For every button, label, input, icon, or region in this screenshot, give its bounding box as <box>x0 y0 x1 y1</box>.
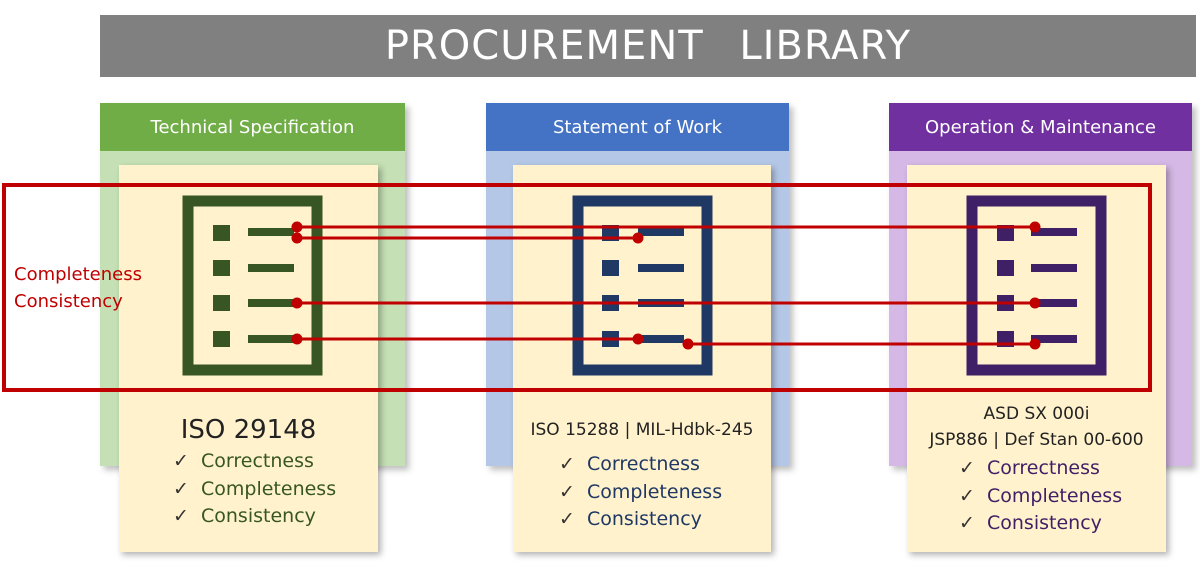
check-item: ✓ Consistency <box>559 506 722 534</box>
check-item: ✓ Consistency <box>959 510 1122 538</box>
panel-header: Technical Specification <box>100 103 405 151</box>
check-item: ✓ Correctness <box>959 455 1122 483</box>
check-label: Consistency <box>201 505 316 527</box>
check-item: ✓ Completeness <box>559 479 722 507</box>
standard-subtitle-line-2: JSP886 | Def Stan 00-600 <box>929 430 1144 450</box>
check-item: ✓ Completeness <box>173 476 336 504</box>
check-label: Correctness <box>987 457 1100 479</box>
checkmark-icon: ✓ <box>173 450 189 472</box>
document-list-icon <box>182 195 323 376</box>
overlay-label-consistency: Consistency <box>14 291 123 312</box>
check-item: ✓ Completeness <box>959 483 1122 511</box>
connector-lines <box>291 221 1041 350</box>
checkmark-icon: ✓ <box>173 505 189 527</box>
check-label: Consistency <box>587 508 702 530</box>
standard-title: ISO 29148 <box>180 415 317 445</box>
overlay-label-completeness: Completeness <box>14 264 142 285</box>
checkmark-icon: ✓ <box>959 512 975 534</box>
checkmark-icon: ✓ <box>173 477 189 500</box>
check-label: Completeness <box>201 477 337 500</box>
check-label: Completeness <box>987 484 1123 507</box>
standard-subtitle-line-1: ASD SX 000i <box>983 404 1090 424</box>
highlight-frame <box>2 183 1152 392</box>
check-label: Correctness <box>587 453 700 475</box>
check-item: ✓ Consistency <box>173 503 336 531</box>
checkmark-icon: ✓ <box>559 508 575 530</box>
checkmark-icon: ✓ <box>559 453 575 475</box>
checkmark-icon: ✓ <box>959 457 975 479</box>
checkmark-icon: ✓ <box>559 480 575 503</box>
document-list-icon <box>572 195 713 376</box>
check-label: Completeness <box>587 480 723 503</box>
check-list: ✓ Correctness ✓ Completeness ✓ Consistency <box>959 455 1122 538</box>
check-item: ✓ Correctness <box>173 448 336 476</box>
panel-header: Operation & Maintenance <box>889 103 1192 151</box>
check-label: Consistency <box>987 512 1102 534</box>
check-item: ✓ Correctness <box>559 451 722 479</box>
check-list: ✓ Correctness ✓ Completeness ✓ Consistency <box>173 448 336 531</box>
checkmark-icon: ✓ <box>959 484 975 507</box>
panel-header: Statement of Work <box>486 103 789 151</box>
check-list: ✓ Correctness ✓ Completeness ✓ Consistency <box>559 451 722 534</box>
banner-title: PROCUREMENT LIBRARY <box>100 15 1196 77</box>
standard-subtitle: ISO 15288 | MIL-Hdbk-245 <box>530 420 754 440</box>
check-label: Correctness <box>201 450 314 472</box>
